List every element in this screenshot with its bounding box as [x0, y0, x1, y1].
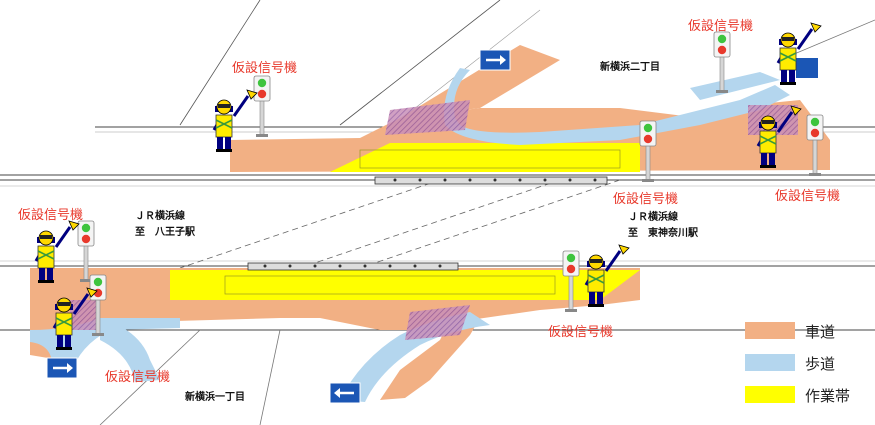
work-zones [170, 143, 640, 300]
temporary-signal-label: 仮設信号機 [105, 370, 171, 385]
rail-line-label: ＪＲ横浜線 [628, 212, 678, 223]
temporary-signal-label: 仮設信号機 [18, 208, 84, 223]
one-way-arrow-sign-icon [796, 58, 818, 78]
legend-label-work-zone: 作業帯 [805, 387, 851, 405]
destination-label: 至 八王子駅 [135, 227, 195, 238]
crosswalks [70, 100, 798, 340]
legend-label-sidewalk: 歩道 [805, 355, 836, 373]
legend-swatch-work-zone [745, 386, 795, 403]
temporary-signal-label: 仮設信号機 [775, 189, 841, 204]
destination-label: 至 東神奈川駅 [628, 228, 698, 239]
temporary-signal-label: 仮設信号機 [232, 61, 298, 76]
temporary-signal-label: 仮設信号機 [548, 325, 614, 340]
rail-bridge-piers [247, 176, 608, 271]
legend-swatch-sidewalk [745, 354, 795, 371]
temporary-signal-label: 仮設信号機 [613, 192, 679, 207]
rail-line-label: ＪＲ横浜線 [135, 211, 185, 222]
temporary-signal-label: 仮設信号機 [688, 19, 754, 34]
legend-swatch-roadway [745, 322, 795, 339]
district-label-shinyokohama-1: 新横浜一丁目 [185, 392, 245, 403]
legend-label-roadway: 車道 [805, 323, 836, 341]
district-label-shinyokohama-2: 新横浜二丁目 [600, 62, 660, 73]
